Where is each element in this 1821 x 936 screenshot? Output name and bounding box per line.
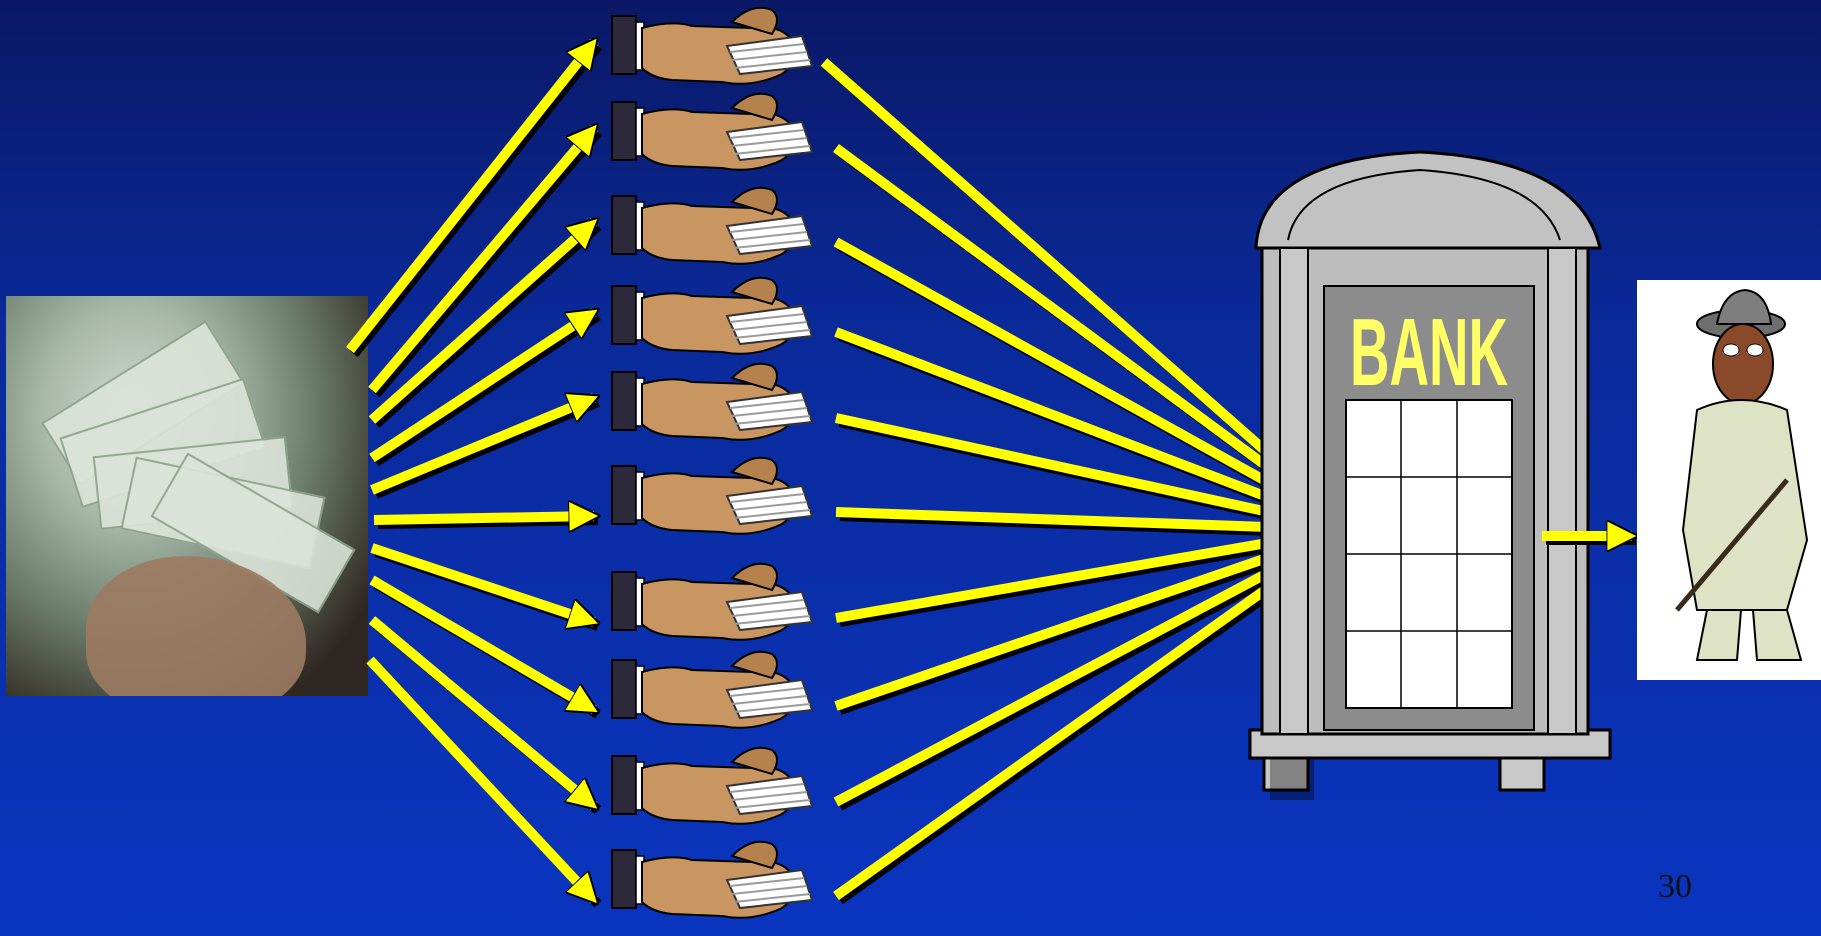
hand-holding-money-icon	[611, 746, 813, 825]
distribution-arrow-shadow	[350, 42, 602, 358]
deposit-arrow	[833, 568, 1296, 901]
deposit-arrow	[835, 538, 1296, 623]
distribution-arrow	[369, 312, 594, 463]
deposit-arrow	[833, 237, 1296, 503]
hand-holding-money-icon	[611, 186, 813, 265]
deposit-arrow-shadow	[837, 557, 1303, 811]
gangster-icon	[1637, 280, 1821, 680]
distribution-arrows	[346, 42, 602, 908]
deposit-arrow	[834, 548, 1296, 711]
deposit-arrows	[820, 58, 1303, 905]
slide-number: 30	[1658, 868, 1692, 905]
distribution-arrow	[373, 516, 594, 520]
distribution-arrow-shadow	[372, 222, 602, 428]
distribution-arrow	[346, 42, 594, 354]
distribution-arrow-shadow	[373, 311, 601, 467]
hand-holding-money-icon	[611, 6, 813, 85]
distribution-arrow	[370, 398, 594, 495]
distribution-arrow-shadow	[372, 128, 602, 398]
deposit-arrow	[833, 143, 1296, 488]
deposit-arrow	[835, 507, 1296, 528]
deposit-arrow	[820, 58, 1296, 478]
withdrawal-arrow	[1542, 536, 1636, 540]
deposit-arrow	[833, 553, 1296, 807]
distribution-arrow	[368, 222, 594, 424]
hand-holding-money-icon	[611, 456, 813, 535]
cash-stack-photo-icon	[6, 296, 368, 696]
deposit-arrow	[834, 413, 1296, 518]
deposit-arrow-shadow	[837, 567, 1303, 905]
bank-building-icon: BANK	[1248, 150, 1612, 800]
distribution-arrow	[370, 543, 594, 622]
hand-holding-money-icon	[611, 276, 813, 355]
recipient-hands	[611, 6, 813, 919]
distribution-arrow	[366, 656, 594, 900]
distribution-arrow	[369, 575, 594, 710]
distribution-arrow	[368, 616, 594, 806]
hand-holding-money-icon	[611, 562, 813, 641]
distribution-arrow	[368, 128, 594, 394]
deposit-arrow	[834, 327, 1296, 508]
bank-label: BANK	[1350, 299, 1508, 406]
hand-holding-money-icon	[611, 840, 813, 919]
distribution-arrow-shadow	[374, 397, 600, 499]
hand-holding-money-icon	[611, 362, 813, 441]
hand-holding-money-icon	[611, 650, 813, 729]
hand-holding-money-icon	[611, 92, 813, 171]
deposit-arrow-shadow	[838, 547, 1302, 715]
